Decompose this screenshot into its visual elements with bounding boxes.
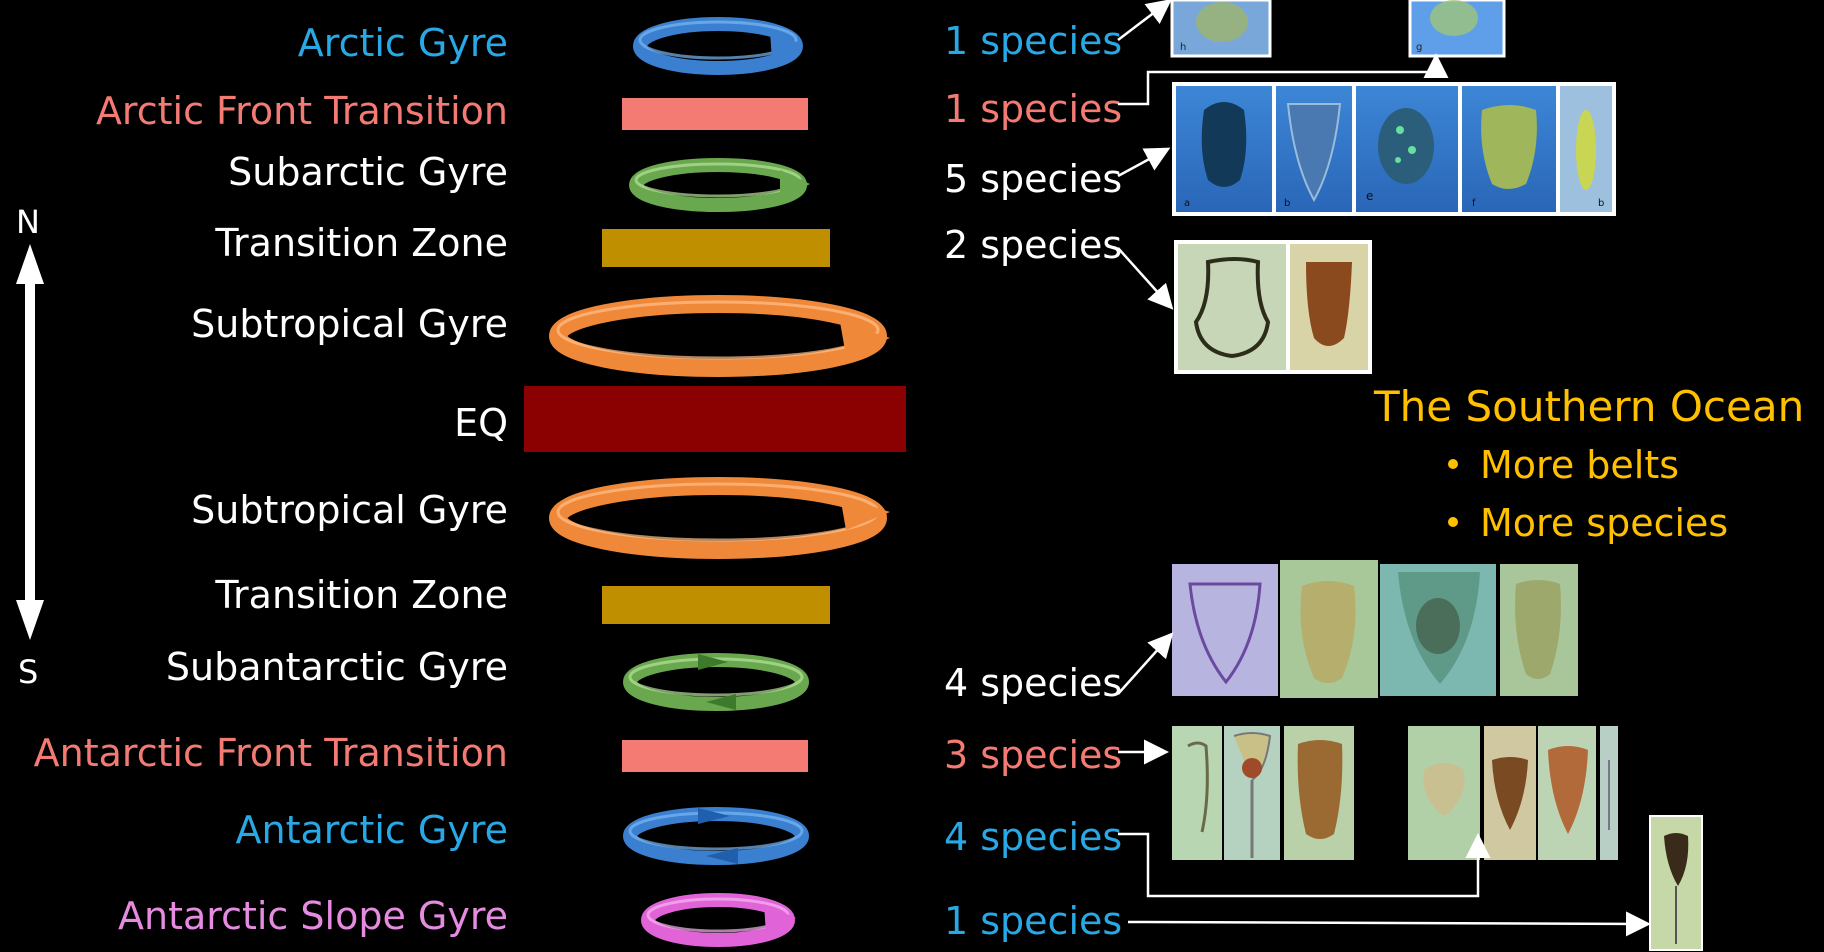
micrograph-letter-f: f <box>1472 198 1476 209</box>
micrograph-row-five-species: a b e f b <box>1172 82 1616 216</box>
micrograph-arctic-gyre-h: h <box>1172 0 1270 56</box>
micrograph-letter-h: h <box>1180 42 1186 53</box>
micrograph-row-two-species <box>1174 240 1372 374</box>
micrograph-letter-b2: b <box>1598 198 1604 209</box>
micrograph-row-three-species <box>1172 726 1354 860</box>
micrograph-letter-g: g <box>1416 42 1422 53</box>
micrograph-row-four-species-antarctic <box>1408 726 1618 860</box>
micrograph-arctic-gyre-g: g <box>1410 0 1504 56</box>
micrograph-antarctic-slope-species <box>1650 816 1702 950</box>
micrograph-letter-b: b <box>1284 198 1290 209</box>
micrograph-row-four-species <box>1172 560 1578 698</box>
micrograph-letter-e: e <box>1366 189 1373 203</box>
micrograph-letter-a: a <box>1184 198 1190 209</box>
